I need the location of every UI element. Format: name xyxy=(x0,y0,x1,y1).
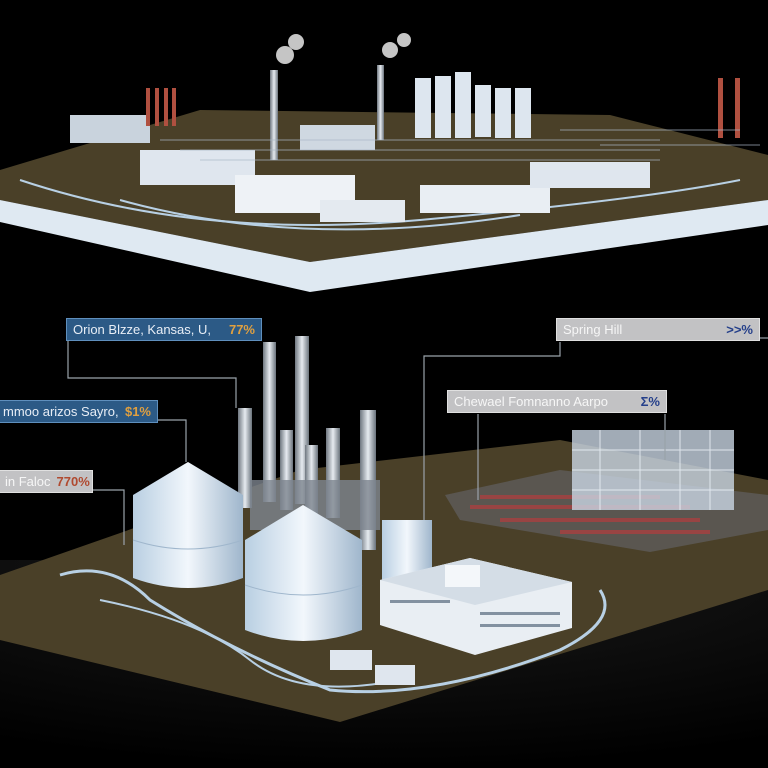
label-value: Σ% xyxy=(640,394,660,409)
map-label-spring-hill[interactable]: Spring Hill >>% xyxy=(556,318,760,341)
label-name: Spring Hill xyxy=(563,322,623,337)
label-value: >>% xyxy=(726,322,753,337)
label-value: 77% xyxy=(228,322,255,337)
map-label-faloc[interactable]: in Faloc 770% xyxy=(0,470,93,493)
top-platform xyxy=(0,33,768,292)
map-label-orion[interactable]: Orion Blzze, Kansas, U, 77% xyxy=(66,318,262,341)
bottom-platform xyxy=(0,336,768,722)
label-name: in Faloc xyxy=(5,474,51,489)
map-label-chewael[interactable]: Chewael Fomnanno Aarpo Σ% xyxy=(447,390,667,413)
label-value: 770% xyxy=(56,474,90,489)
label-name: Orion Blzze, Kansas, U, xyxy=(73,322,211,337)
leader-lines xyxy=(67,337,768,545)
label-value: $1% xyxy=(124,404,151,419)
map-label-arizos[interactable]: mmoo arizos Sayro, $1% xyxy=(0,400,158,423)
label-name: Chewael Fomnanno Aarpo xyxy=(454,394,608,409)
label-name: mmoo arizos Sayro, xyxy=(3,404,119,419)
